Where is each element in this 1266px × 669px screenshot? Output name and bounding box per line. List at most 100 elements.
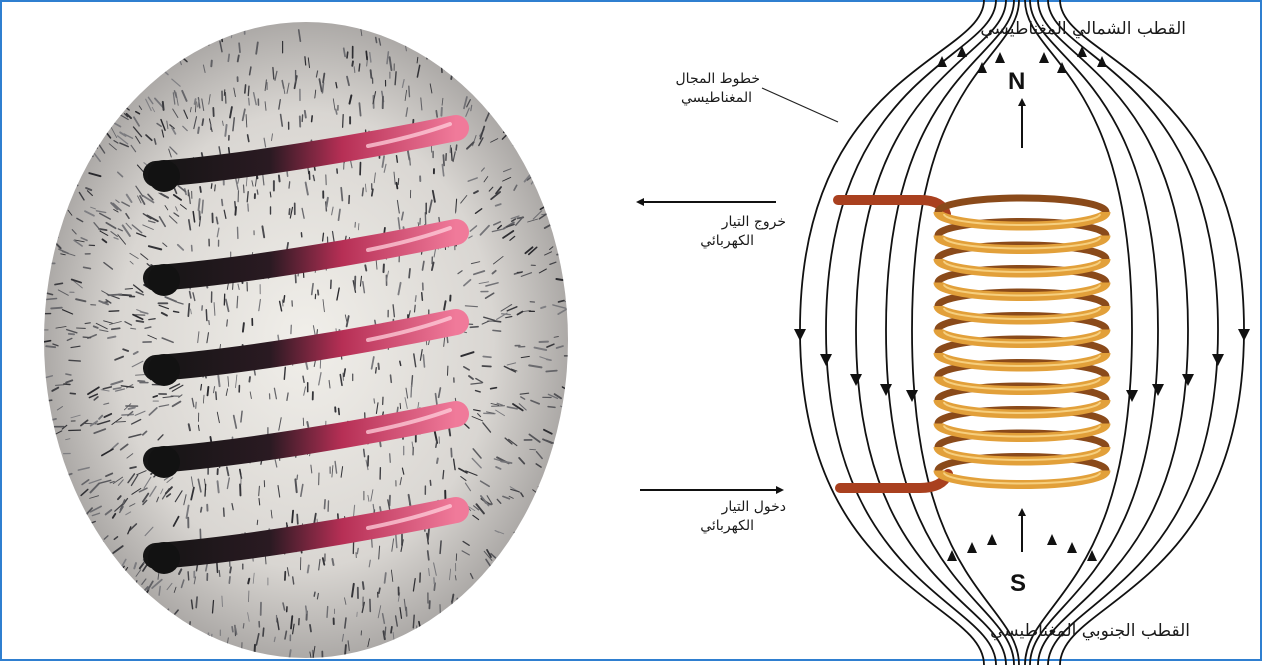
iron-filing <box>114 21 118 32</box>
iron-filing <box>197 636 198 643</box>
iron-filing <box>133 19 142 26</box>
iron-filing <box>523 624 531 629</box>
iron-filing <box>551 585 556 588</box>
iron-filing <box>523 582 526 589</box>
iron-filing <box>504 625 507 631</box>
iron-filing <box>133 18 135 26</box>
iron-filing <box>108 597 113 601</box>
iron-filing <box>215 185 216 191</box>
iron-filing <box>282 300 283 306</box>
iron-filing <box>546 576 552 579</box>
iron-filing <box>460 32 468 38</box>
iron-filing <box>518 40 521 44</box>
field-arrow <box>820 354 832 366</box>
iron-filing <box>68 513 78 521</box>
iron-filing <box>206 310 207 321</box>
iron-filing <box>456 61 457 72</box>
iron-filing <box>131 47 138 52</box>
iron-filing <box>297 515 298 524</box>
iron-filing <box>100 48 105 57</box>
iron-filing <box>110 591 117 600</box>
iron-filing <box>70 180 77 185</box>
field-line <box>1025 0 1132 665</box>
iron-filing <box>107 599 114 608</box>
iron-filing <box>51 519 54 523</box>
iron-filing <box>474 644 476 651</box>
iron-filing <box>228 54 229 61</box>
iron-filing <box>454 63 455 69</box>
iron-filing <box>216 392 217 399</box>
field-arrow-up <box>995 52 1005 63</box>
iron-filing <box>111 639 112 646</box>
iron-filing <box>219 26 220 35</box>
iron-filing <box>198 26 199 31</box>
iron-filing <box>526 544 530 546</box>
iron-filing <box>55 24 63 28</box>
iron-filing <box>494 84 504 90</box>
iron-filing <box>278 335 279 340</box>
field-arrow-up <box>937 56 947 67</box>
iron-filing <box>48 624 50 628</box>
iron-filing <box>539 160 545 163</box>
iron-filing <box>513 138 516 145</box>
iron-filing <box>77 93 83 98</box>
iron-filing <box>108 633 112 638</box>
iron-filing <box>94 27 102 34</box>
iron-filing <box>514 130 517 136</box>
field-line <box>800 0 984 665</box>
iron-filing <box>409 37 410 41</box>
iron-filing <box>564 570 571 574</box>
iron-filing <box>516 649 520 653</box>
iron-filing <box>122 596 125 606</box>
iron-filing <box>541 169 549 173</box>
iron-filing <box>70 393 75 394</box>
iron-filing <box>284 296 285 302</box>
iron-filing <box>157 615 164 621</box>
iron-filing <box>83 337 90 338</box>
iron-filing <box>235 207 236 215</box>
iron-filing <box>223 643 226 656</box>
iron-filing <box>325 500 326 509</box>
iron-filing <box>443 59 444 70</box>
iron-filing <box>131 328 136 329</box>
iron-filing <box>444 28 446 40</box>
iron-filing <box>53 546 60 554</box>
iron-filing <box>464 598 468 608</box>
iron-filing <box>109 311 119 312</box>
iron-filing <box>72 601 82 610</box>
iron-filing <box>533 532 536 536</box>
iron-filing <box>163 42 166 51</box>
iron-filing <box>544 541 554 544</box>
field-lines-label: خطوط المجال المغناطيسي <box>600 70 760 108</box>
iron-filing <box>548 27 551 37</box>
iron-filing <box>90 628 97 633</box>
iron-filing <box>104 585 107 596</box>
iron-filing <box>50 237 59 238</box>
iron-filing <box>513 35 517 47</box>
iron-filing <box>112 652 115 656</box>
iron-filing <box>548 623 552 632</box>
iron-filing <box>165 609 168 614</box>
iron-filing <box>69 334 74 335</box>
iron-filing <box>222 596 223 606</box>
iron-filing <box>131 18 138 24</box>
iron-filing <box>481 646 485 656</box>
iron-filing <box>354 67 355 73</box>
iron-filing <box>47 74 50 80</box>
iron-filing <box>467 44 472 53</box>
iron-filing <box>555 152 562 163</box>
iron-filing <box>483 357 491 358</box>
iron-filing <box>554 74 558 76</box>
field-line <box>826 0 996 665</box>
iron-filing <box>118 604 120 614</box>
iron-filing <box>71 73 75 78</box>
iron-filing <box>359 64 360 71</box>
iron-filing <box>121 566 125 571</box>
iron-filing <box>423 42 424 52</box>
iron-filing <box>65 508 70 509</box>
iron-filing <box>461 42 465 53</box>
iron-filing <box>123 38 127 45</box>
iron-filing <box>475 595 482 603</box>
iron-filing <box>56 600 60 608</box>
current-out-label: خروج التيار الكهربائي <box>640 213 786 251</box>
